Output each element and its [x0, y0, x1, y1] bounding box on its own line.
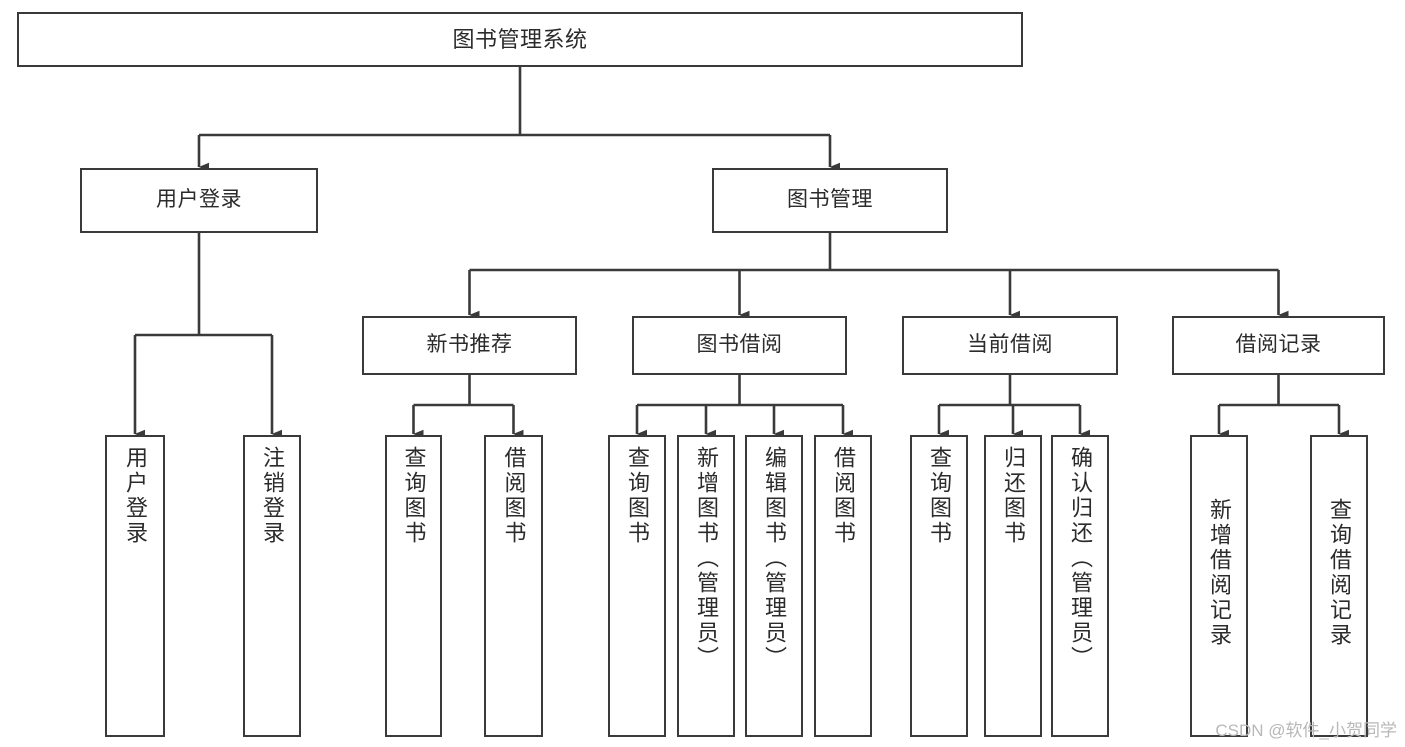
node-root[interactable]: 图书管理系统 [17, 12, 1023, 67]
node-leaf-logout[interactable]: 注销登录 [243, 435, 301, 737]
node-label: 用户登录 [123, 446, 148, 546]
node-label: 归还图书 [1001, 446, 1026, 546]
node-leaf-add-book[interactable]: 新增图书（管理员） [677, 435, 735, 737]
node-leaf-borrow-book-1[interactable]: 借阅图书 [484, 435, 543, 737]
node-leaf-query-book-2[interactable]: 查询图书 [608, 435, 666, 737]
node-label: 查询图书 [401, 446, 427, 546]
node-label: 确认归还（管理员） [1068, 446, 1093, 671]
node-label: 新增图书（管理员） [694, 446, 719, 671]
node-label: 编辑图书（管理员） [762, 446, 787, 671]
node-user-login[interactable]: 用户登录 [80, 168, 318, 233]
node-label: 新书推荐 [426, 333, 513, 357]
node-leaf-user-login[interactable]: 用户登录 [105, 435, 165, 737]
node-label: 用户登录 [156, 188, 242, 212]
node-leaf-query-book-1[interactable]: 查询图书 [385, 435, 442, 737]
node-label: 借阅记录 [1235, 333, 1322, 357]
node-leaf-confirm-return[interactable]: 确认归还（管理员） [1051, 435, 1109, 737]
node-label: 图书管理 [787, 188, 873, 212]
node-label: 图书管理系统 [452, 26, 588, 52]
node-leaf-edit-book[interactable]: 编辑图书（管理员） [745, 435, 803, 737]
node-label: 注销登录 [260, 446, 285, 546]
csdn-watermark: CSDN @软件_小贺同学 [1215, 721, 1397, 740]
node-current-borrow[interactable]: 当前借阅 [902, 316, 1118, 375]
node-borrow-record[interactable]: 借阅记录 [1172, 316, 1385, 375]
node-label: 借阅图书 [501, 446, 527, 546]
node-leaf-query-record[interactable]: 查询借阅记录 [1310, 435, 1368, 737]
node-new-book-rec[interactable]: 新书推荐 [362, 316, 577, 375]
node-leaf-add-record[interactable]: 新增借阅记录 [1190, 435, 1248, 737]
node-leaf-borrow-book-2[interactable]: 借阅图书 [814, 435, 872, 737]
node-book-borrow[interactable]: 图书借阅 [632, 316, 847, 375]
node-label: 新增借阅记录 [1207, 498, 1232, 648]
node-label: 查询图书 [625, 446, 650, 546]
node-leaf-return-book[interactable]: 归还图书 [984, 435, 1042, 737]
node-label: 查询借阅记录 [1327, 498, 1352, 648]
node-label: 查询图书 [927, 446, 952, 546]
node-label: 当前借阅 [967, 333, 1053, 357]
node-label: 借阅图书 [831, 446, 856, 546]
node-leaf-query-book-3[interactable]: 查询图书 [910, 435, 968, 737]
node-label: 图书借阅 [696, 333, 783, 357]
node-book-manage[interactable]: 图书管理 [712, 168, 948, 233]
